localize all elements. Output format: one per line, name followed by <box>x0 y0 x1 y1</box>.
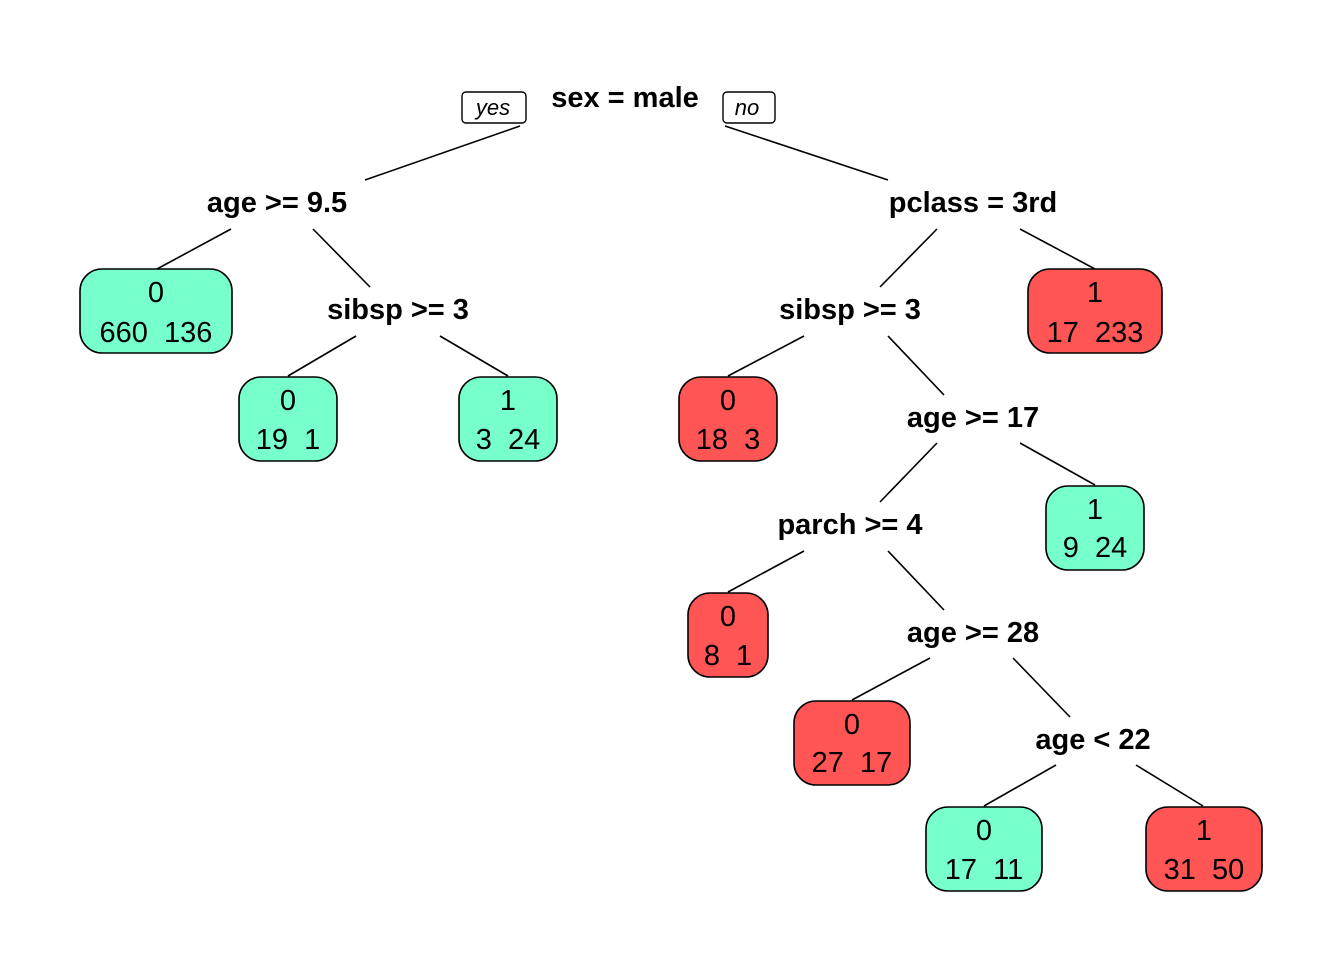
tree-edges <box>156 125 1204 807</box>
no-tag: no <box>722 91 776 124</box>
leaf-counts: 18 3 <box>696 424 761 456</box>
edge-age2-leaf6 <box>1019 442 1096 486</box>
leaf-class: 0 <box>976 815 992 847</box>
leaf-class: 1 <box>1087 277 1103 309</box>
edge-sibsp1-leaf3 <box>439 335 509 377</box>
no-tag-label: no <box>735 95 759 120</box>
edge-sibsp2-leaf4 <box>727 335 805 377</box>
edge-parch-leaf7 <box>727 550 805 593</box>
edge-age3-age4 <box>1012 657 1071 718</box>
edge-age3-leaf8 <box>851 657 931 701</box>
edge-age4-leaf10 <box>1135 764 1204 807</box>
leaf-counts: 3 24 <box>476 424 541 456</box>
edge-pclass-leaf5 <box>1019 228 1096 270</box>
split-pclass: pclass = 3rd <box>889 187 1057 219</box>
split-age-28: age >= 28 <box>907 617 1039 649</box>
leaf-node: 0 27 17 <box>793 700 911 786</box>
leaf-class: 0 <box>280 385 296 417</box>
leaf-counts: 27 17 <box>812 747 893 779</box>
edge-parch-age3 <box>887 550 945 611</box>
split-age-9-5: age >= 9.5 <box>207 187 347 219</box>
split-sex: sex = male <box>551 82 699 114</box>
leaf-node: 1 9 24 <box>1045 485 1145 571</box>
edge-pclass-sibsp2 <box>879 228 938 288</box>
split-parch: parch >= 4 <box>777 509 922 541</box>
edge-age1-sibsp1 <box>312 228 371 288</box>
yes-tag: yes <box>461 91 527 124</box>
leaf-node: 0 17 11 <box>925 806 1043 892</box>
edge-sex-pclass <box>724 125 889 181</box>
leaf-counts: 660 136 <box>100 317 213 349</box>
leaf-class: 0 <box>148 277 164 309</box>
edge-sex-age1 <box>364 125 521 181</box>
split-age-17: age >= 17 <box>907 402 1039 434</box>
split-sibsp-right: sibsp >= 3 <box>779 294 921 326</box>
split-age-22: age < 22 <box>1035 724 1150 756</box>
leaf-node: 1 31 50 <box>1145 806 1263 892</box>
leaf-counts: 9 24 <box>1063 532 1128 564</box>
yes-tag-label: yes <box>474 95 510 120</box>
leaf-class: 1 <box>1087 494 1103 526</box>
leaf-counts: 31 50 <box>1164 854 1245 886</box>
split-nodes: sex = male age >= 9.5 pclass = 3rd sibsp… <box>207 82 1151 756</box>
leaf-counts: 17 233 <box>1047 317 1144 349</box>
edge-sibsp1-leaf2 <box>287 335 357 377</box>
leaf-counts: 8 1 <box>704 640 752 672</box>
edge-sibsp2-age2 <box>887 335 945 396</box>
leaf-counts: 19 1 <box>256 424 321 456</box>
leaf-node: 0 18 3 <box>678 376 778 462</box>
leaf-counts: 17 11 <box>945 854 1023 886</box>
leaf-class: 0 <box>720 601 736 633</box>
leaf-node: 0 19 1 <box>238 376 338 462</box>
edge-age4-leaf9 <box>983 764 1057 807</box>
leaf-node: 1 3 24 <box>458 376 558 462</box>
leaf-node: 0 8 1 <box>687 592 769 678</box>
edge-age1-leaf1 <box>156 228 232 270</box>
leaf-class: 0 <box>720 385 736 417</box>
split-sibsp-left: sibsp >= 3 <box>327 294 469 326</box>
leaf-class: 0 <box>844 709 860 741</box>
edge-age2-parch <box>879 442 938 503</box>
leaf-node: 1 17 233 <box>1027 268 1163 354</box>
leaf-node: 0 660 136 <box>79 268 233 354</box>
leaf-class: 1 <box>1196 815 1212 847</box>
leaf-class: 1 <box>500 385 516 417</box>
leaf-nodes: 0 660 136 0 19 1 1 3 24 0 18 3 1 17 233 … <box>79 268 1263 892</box>
